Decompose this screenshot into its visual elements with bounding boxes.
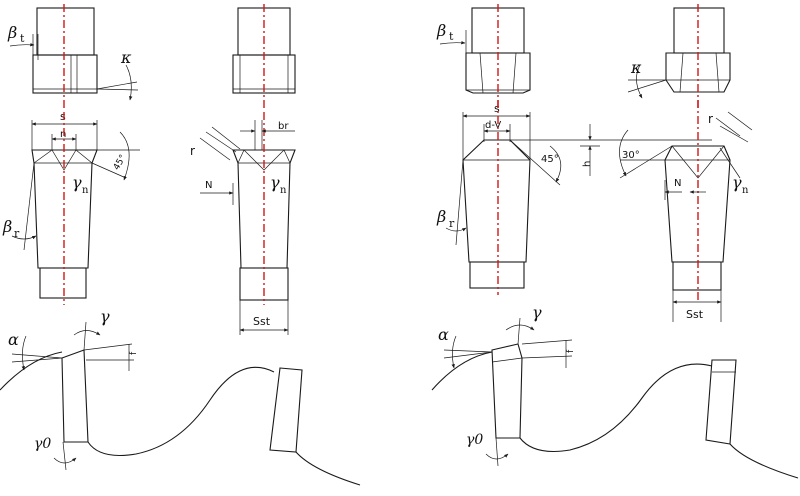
label-sst-left: Sst <box>253 315 271 328</box>
label-30: 30° <box>622 150 640 161</box>
label-gamma-right: γ <box>532 303 542 322</box>
label-alpha-right: α <box>438 325 449 344</box>
label-sst-right: Sst <box>686 308 704 321</box>
label-s-right: s <box>494 102 500 115</box>
right-front-view-b: 30° r N γ n Sst <box>619 100 753 322</box>
label-beta-t-right: β <box>436 21 446 40</box>
label-n-small: n <box>60 129 66 140</box>
label-br: br <box>278 121 289 132</box>
label-45-right: 45° <box>541 154 559 165</box>
label-beta-r-sub: r <box>14 227 20 240</box>
label-gamma-n-sub: n <box>82 185 89 196</box>
right-top-view-b: κ <box>627 4 731 110</box>
label-r-right: r <box>708 112 713 126</box>
label-f-left: f <box>129 351 139 355</box>
right-top-view-a: β t <box>436 4 531 110</box>
left-saw-profile: α γ f γ0 <box>0 307 361 486</box>
label-beta-r-right: β <box>436 207 446 226</box>
left-top-view-b <box>232 4 296 110</box>
label-n-big-right: N <box>674 178 681 189</box>
label-beta-r-sub-right: r <box>449 217 455 230</box>
label-gamma-left: γ <box>100 307 110 326</box>
label-r-left: r <box>190 144 195 158</box>
label-gamma-n-right: γ <box>732 173 742 192</box>
left-top-view-a: β t κ <box>7 4 139 110</box>
label-gamma0-left: γ0 <box>34 436 51 452</box>
left-front-view-b: r br N γ n Sst <box>190 112 296 335</box>
right-front-view-a: s d-V 45° β r <box>436 100 562 295</box>
right-panel: β t κ s d-V <box>431 4 799 479</box>
left-panel: β t κ s n <box>0 4 361 486</box>
right-h-dimension: h <box>580 124 600 176</box>
label-s: s <box>60 110 66 123</box>
label-45-left: 45° <box>112 153 129 172</box>
label-gamma-n2-sub: n <box>280 185 287 196</box>
label-beta-t-sub: t <box>20 32 25 45</box>
label-gamma-n: γ <box>72 173 82 192</box>
left-front-view-a: s n 45° γ n β r <box>2 110 140 305</box>
right-saw-profile: α γ f γ0 <box>431 303 799 479</box>
label-kappa: κ <box>120 48 132 67</box>
label-kappa-right: κ <box>630 58 642 77</box>
label-alpha-left: α <box>8 330 19 349</box>
label-h: h <box>582 161 593 167</box>
label-f-right: f <box>566 349 576 353</box>
label-gamma0-right: γ0 <box>466 432 483 448</box>
label-d-v: d-V <box>485 120 501 131</box>
label-beta-t: β <box>7 23 17 42</box>
label-gamma-n-sub-right: n <box>742 185 749 196</box>
label-beta-t-sub-right: t <box>449 30 454 43</box>
label-n-big-left: N <box>205 180 212 191</box>
label-gamma-n2: γ <box>270 173 280 192</box>
label-beta-r: β <box>2 217 12 236</box>
